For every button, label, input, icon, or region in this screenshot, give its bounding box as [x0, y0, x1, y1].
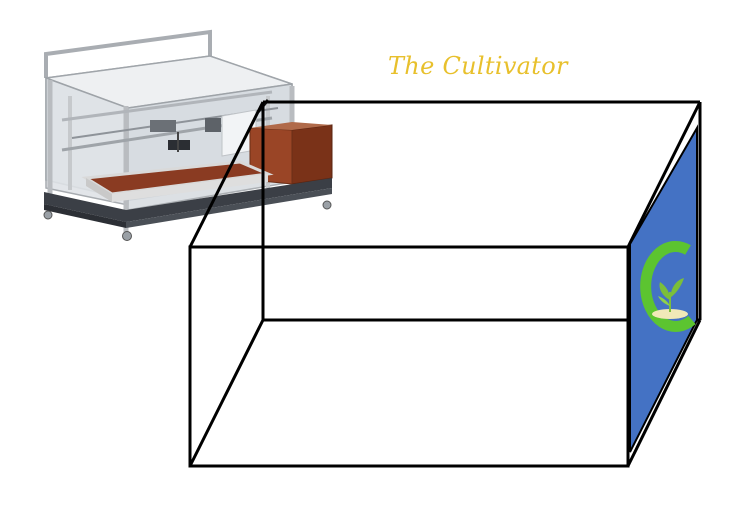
cultivator-logo-icon: [640, 240, 696, 332]
page-title: The Cultivator: [388, 52, 568, 80]
machine-render: [43, 29, 333, 241]
side-panel: [629, 124, 698, 453]
box-outline: [188, 100, 702, 468]
